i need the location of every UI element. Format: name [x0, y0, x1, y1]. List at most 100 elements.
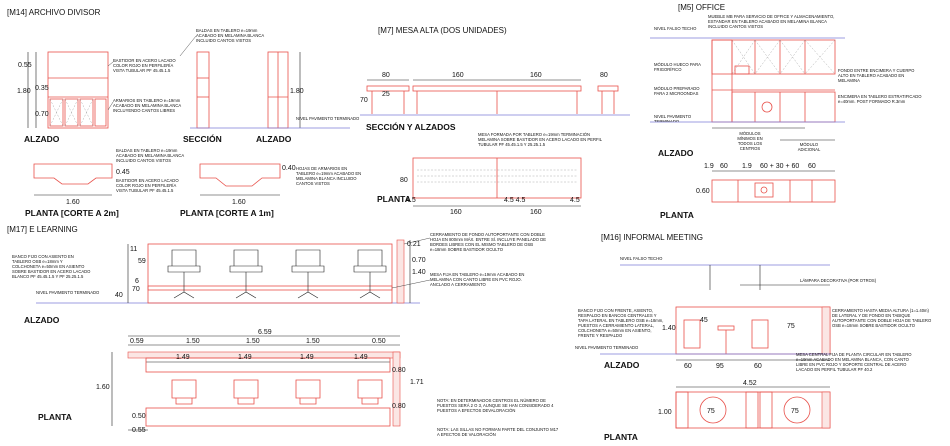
m16-note-techo: NIVEL FALSO TECHO	[620, 256, 663, 261]
m5-alzado-drawing	[650, 37, 845, 141]
m17-note-mesa: MESA FIJA EN TABLERO e=19mm ACABADO EN M…	[430, 272, 525, 287]
m14-dim-160: 1.60	[66, 199, 80, 206]
m17-dim-150b: 1.50	[246, 338, 260, 345]
m5-note-adicional: MÓDULO ADICIONAL	[797, 142, 821, 152]
m14-planta-1m	[199, 163, 281, 196]
m17-planta-drawing	[111, 335, 401, 431]
m14-view-alzado: ALZADO	[24, 134, 60, 144]
m17-dim-080b: 0.80	[392, 403, 406, 410]
m17-dim-021: 0.21	[407, 241, 421, 248]
m16-dim-100: 1.00	[658, 409, 672, 416]
m5-dim-060: 0.60	[696, 188, 710, 195]
m16-dim-140: 1.40	[662, 325, 676, 332]
m5-view-alzado: ALZADO	[658, 148, 694, 158]
m7-dim-25: 25	[382, 91, 390, 98]
m17-dim-149d: 1.49	[354, 354, 368, 361]
m5-dim-row: 60 + 30 + 60	[760, 163, 799, 170]
m17-dim-171: 1.71	[410, 379, 424, 386]
m7-dim-70: 70	[360, 97, 368, 104]
m5-view-planta: PLANTA	[660, 210, 694, 220]
m17-dim-080: 0.80	[392, 367, 406, 374]
m14-notes: BASTIDOR EN ACERO LACADO COLOR ROJO EN P…	[107, 28, 264, 113]
m17-dim-659: 6.59	[258, 329, 272, 336]
m17-note-nota1: NOTA: EN DETERMINADOS CENTROS EL NÚMERO …	[437, 398, 554, 413]
m5-note-encimera: ENCIMERA EN TABLERO ESTRATIFICADO e=40mm…	[838, 94, 922, 104]
m14-view-seccion: SECCIÓN	[183, 133, 222, 144]
m7-dim-160a: 160	[452, 72, 464, 79]
m16-view-planta: PLANTA	[604, 432, 638, 442]
m17-view-alzado: ALZADO	[24, 315, 60, 325]
m17-dim-050b: 0.50	[132, 413, 146, 420]
m5-note-frigorifico: MÓDULO HUECO PARA FRIGORÍFICO	[654, 62, 701, 72]
m17-dim-40: 40	[115, 292, 123, 299]
m16-note-lampara: LÁMPARA DECORATIVA (POR OTROS)	[800, 278, 877, 283]
m14-seccion-drawing	[196, 51, 210, 129]
m16-dim-452: 4.52	[743, 380, 757, 387]
m5-note-modulos: MÓDULOS MÍNIMOS EN TODOS LOS CENTROS	[737, 131, 763, 151]
m17-dim-149c: 1.49	[300, 354, 314, 361]
m17-dim-11: 11	[130, 246, 137, 253]
section-title-m17: [M17] E LEARNING	[7, 225, 78, 234]
m14-note-bastidor: BASTIDOR EN ACERO LACADO COLOR ROJO EN P…	[113, 58, 176, 73]
m14-dim-035: 0.35	[35, 85, 49, 92]
m17-view-planta: PLANTA	[38, 412, 72, 422]
section-title-m16: [M16] INFORMAL MEETING	[601, 233, 703, 242]
m7-dim-80b: 80	[600, 72, 608, 79]
m14-dim-180: 1.80	[17, 88, 31, 95]
m7-dim-80: 80	[382, 72, 390, 79]
m16-note-cerramiento: CERRAMIENTO HASTA MEDIA ALTURA (1=1.40m)…	[832, 308, 932, 328]
m7-dim-45a: 4.5	[406, 197, 416, 204]
m16-dim-95: 95	[716, 363, 724, 370]
m7-planta-drawing	[412, 157, 582, 207]
m7-alzados-drawing	[360, 79, 630, 116]
m5-note-techo: NIVEL FALSO TECHO	[654, 26, 697, 31]
m14-alzado-drawing	[27, 51, 109, 129]
m5-note-pavimento: NIVEL PAVIMENTO TERMINADO	[654, 114, 692, 122]
m5-planta-drawing	[711, 170, 836, 203]
m14-note-baldas: BALDAS EN TABLERO e=19mm ACABADO EN MELA…	[196, 28, 264, 43]
m16-dim-45: 45	[700, 317, 708, 324]
m14-dim-040: 0.40	[282, 165, 296, 172]
m17-dim-055: 0.55	[132, 427, 146, 434]
m17-dim-160: 1.60	[96, 384, 110, 391]
m17-dim-70: 70	[132, 286, 140, 293]
m14-note-pavimento: NIVEL PAVIMENTO TERMINADO	[296, 116, 360, 121]
m5-dim-60b: 60	[808, 163, 816, 170]
m7-dim-160p2: 160	[530, 209, 542, 216]
m16-note-mesa: MESA CENTRAL FIJA DE PLANTA CIRCULAR EN …	[796, 352, 912, 372]
m5-note-microondas: MÓDULO PREPARADO PARA 2 MICROONDAS	[654, 86, 700, 96]
m16-dim-75a: 75	[707, 408, 715, 415]
m17-dim-059: 0.59	[130, 338, 144, 345]
m16-planta-drawing	[675, 386, 831, 429]
m5-dim-19a: 1.9	[704, 163, 714, 170]
m17-note-cerramiento: CERRAMIENTO DE FONDO AUTOPORTANTE CON DO…	[430, 232, 547, 252]
m7-note-mesa: MESA FORMADA POR TABLERO e=19mm TERMINAC…	[478, 132, 602, 147]
m14-alzado2-drawing	[190, 51, 350, 129]
m14-dim-160b: 1.60	[232, 199, 246, 206]
m5-note-mueble: MUEBLE MB PARA SERVICIO DE OFFICE Y ALMA…	[708, 14, 835, 29]
m14-note-bastidor2: BASTIDOR EN ACERO LACADO COLOR ROJO EN P…	[116, 178, 179, 193]
m16-alzado-drawing	[600, 264, 831, 361]
m14-dim-055: 0.55	[18, 62, 32, 69]
m17-dim-050: 0.50	[372, 338, 386, 345]
m14-note-armarios: ARMARIOS EN TABLERO e=19mm ACABADO EN ME…	[113, 98, 181, 113]
m5-dim-60a: 60	[720, 163, 728, 170]
m16-dim-75b: 75	[791, 408, 799, 415]
m16-dim-60b: 60	[754, 363, 762, 370]
m14-dim-070: 0.70	[35, 111, 49, 118]
section-title-m14: [M14] ARCHIVO DIVISOR	[7, 8, 101, 17]
m14-dim-045: 0.45	[116, 169, 130, 176]
m17-dim-150a: 1.50	[186, 338, 200, 345]
m7-view-seccion: SECCIÓN Y ALZADOS	[366, 121, 456, 132]
m17-dim-149b: 1.49	[238, 354, 252, 361]
m14-view-planta-1m: PLANTA [CORTE A 1m]	[180, 208, 274, 218]
m17-dim-149a: 1.49	[176, 354, 190, 361]
m17-note-pavimento: NIVEL PAVIMENTO TERMINADO	[36, 290, 100, 295]
m17-dim-070: 0.70	[412, 257, 426, 264]
m7-dim-80p: 80	[400, 177, 408, 184]
m5-dim-19b: 1.9	[742, 163, 752, 170]
m7-dim-160b: 160	[530, 72, 542, 79]
m17-dim-140: 1.40	[412, 269, 426, 276]
m16-note-pavimento: NIVEL PAVIMENTO TERMINADO	[575, 345, 639, 350]
m16-dim-75: 75	[787, 323, 795, 330]
